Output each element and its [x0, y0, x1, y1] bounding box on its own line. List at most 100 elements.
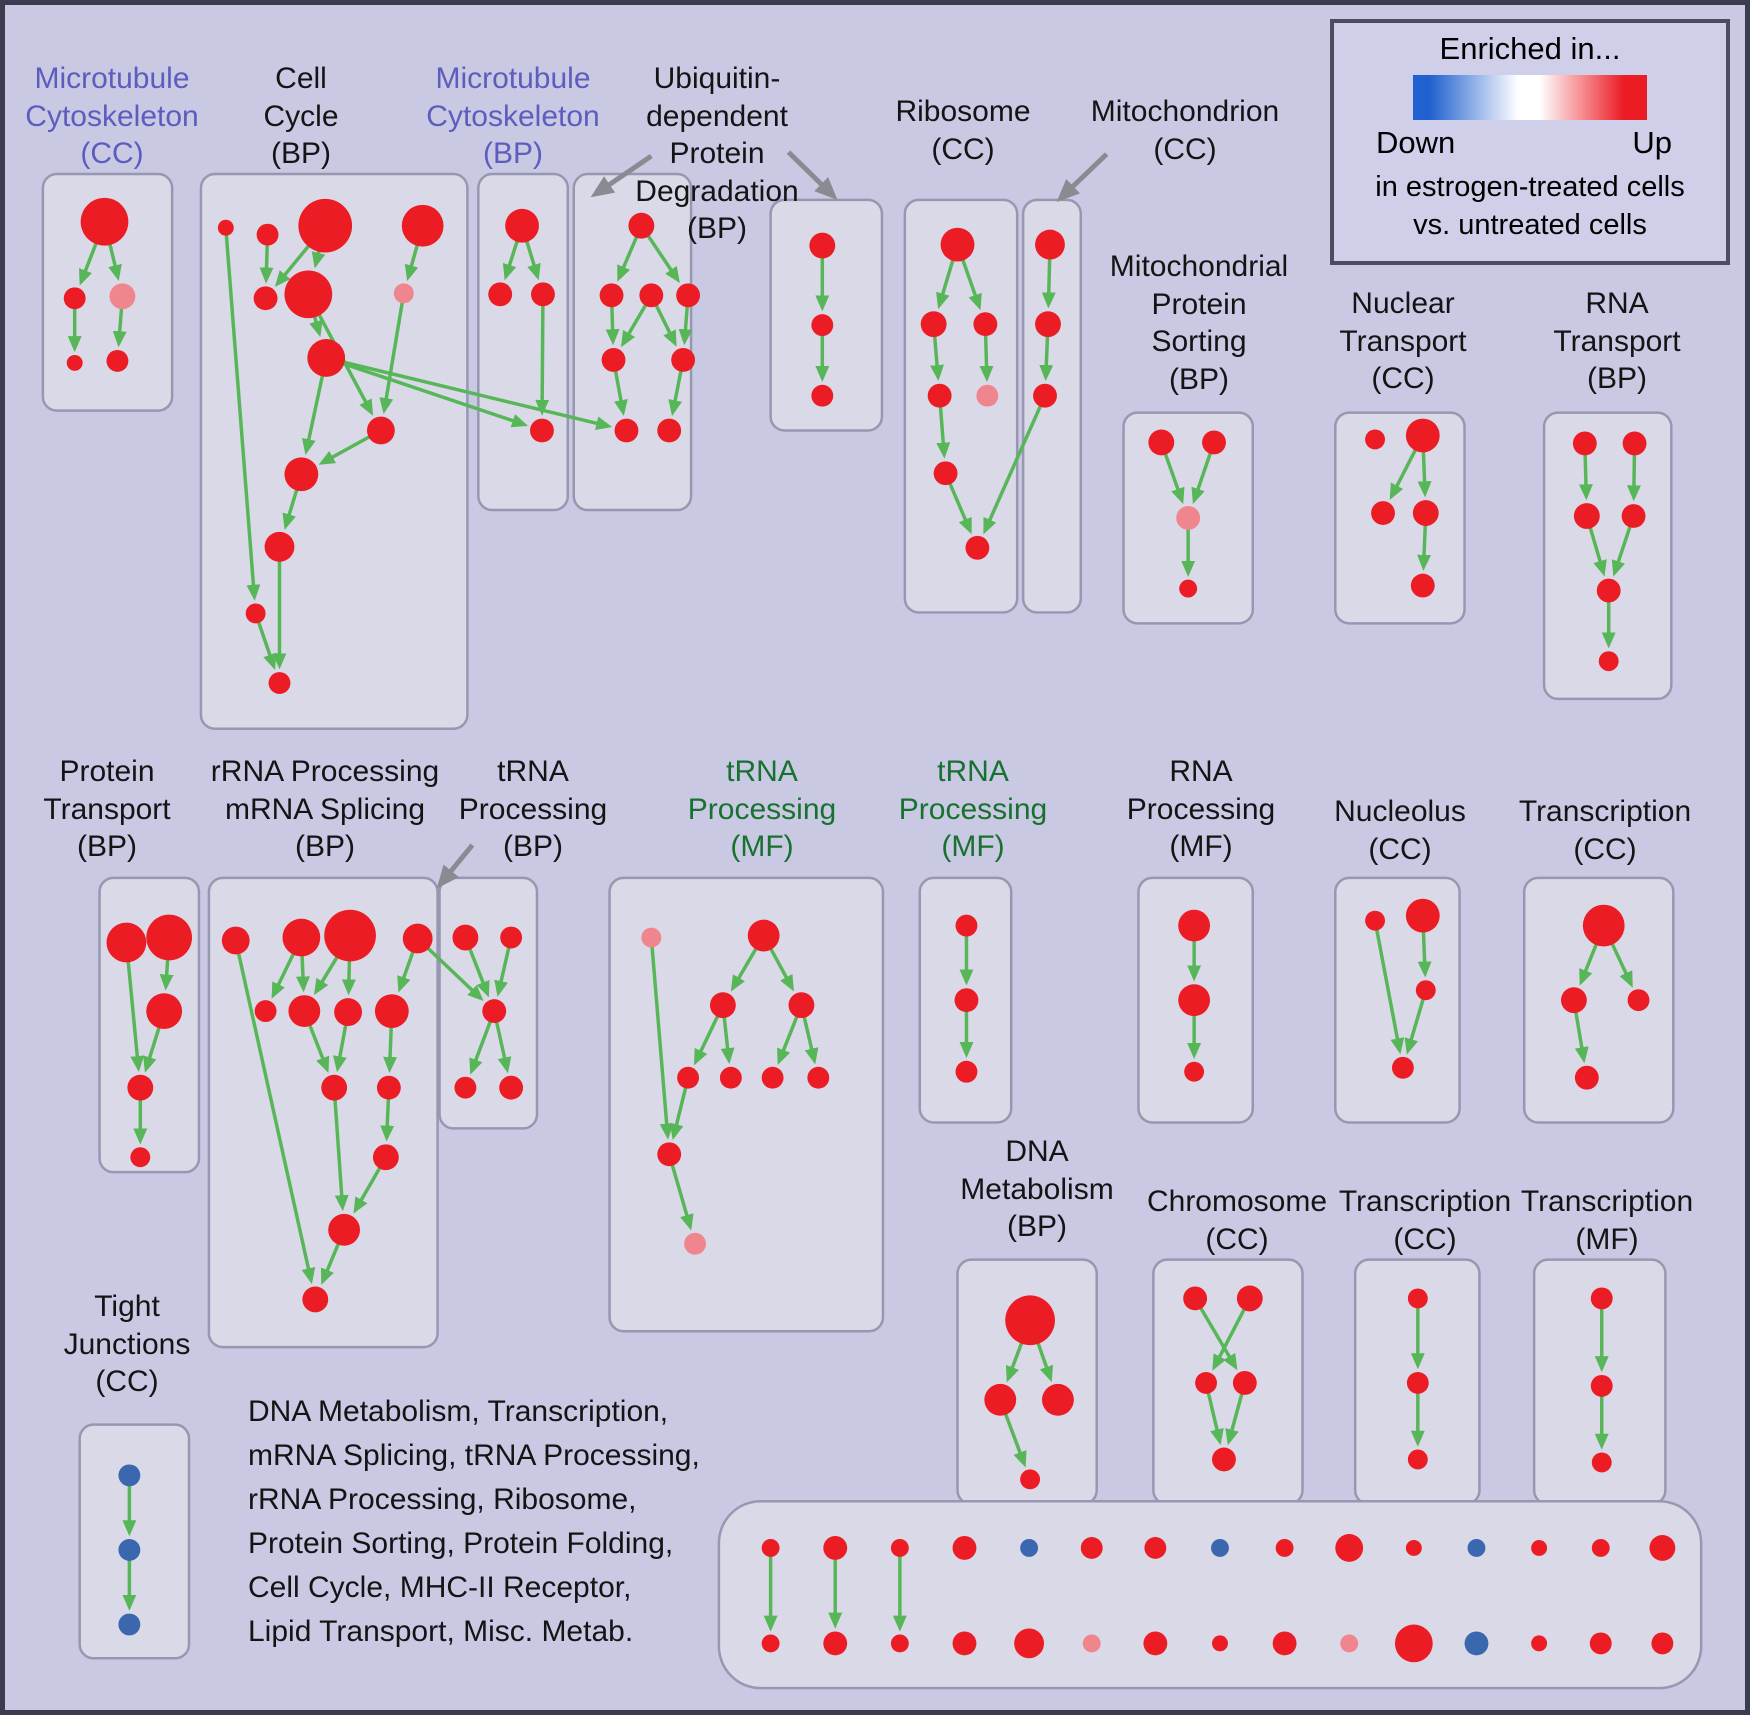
go-term-node-D7: [614, 418, 639, 443]
go-term-node-X12t: [1467, 1539, 1486, 1557]
edge-N9-N10: [667, 1153, 694, 1231]
go-term-node-X2b: [823, 1631, 848, 1656]
go-term-node-L5: [254, 1000, 277, 1023]
cluster-box-rna-transport-bp: [1542, 411, 1673, 701]
go-term-node-N8: [807, 1066, 830, 1089]
go-term-node-K1: [106, 922, 147, 963]
go-term-node-L10: [376, 1075, 401, 1100]
go-term-node-K5: [130, 1147, 151, 1168]
go-term-node-F1: [940, 227, 975, 262]
go-term-node-X6b: [1082, 1634, 1101, 1653]
go-term-node-I5: [1410, 573, 1435, 598]
go-term-node-W3: [118, 1613, 141, 1636]
go-term-node-X8t: [1211, 1539, 1229, 1557]
go-term-node-X3t: [890, 1539, 909, 1557]
go-term-node-J6: [1598, 651, 1619, 672]
go-term-node-F3: [973, 312, 998, 337]
go-term-node-V1: [1590, 1287, 1613, 1310]
legend-gradient-bar: [1413, 75, 1647, 120]
go-term-node-B12: [245, 603, 266, 624]
go-term-node-B5: [253, 286, 278, 311]
go-term-node-K4: [127, 1074, 154, 1101]
edge-L1-L13: [234, 940, 316, 1285]
go-term-node-M1: [452, 924, 479, 951]
go-term-node-X7t: [1144, 1537, 1167, 1559]
go-term-node-V3: [1591, 1452, 1612, 1473]
go-term-node-X9b: [1272, 1631, 1297, 1656]
go-term-node-G3: [1033, 383, 1057, 408]
go-term-node-S3: [1042, 1383, 1074, 1416]
go-term-node-W2: [118, 1539, 141, 1561]
go-term-node-T4: [1232, 1370, 1257, 1395]
go-term-node-A3: [109, 283, 136, 310]
go-term-node-D4: [676, 283, 701, 308]
cluster-box-rrna-mrna-bp: [207, 876, 439, 1349]
go-term-node-X15b: [1651, 1632, 1674, 1655]
edge-T1-T4: [1193, 1297, 1238, 1371]
go-term-node-Q1: [1365, 910, 1386, 931]
go-term-node-F2: [920, 311, 947, 338]
go-term-node-I2: [1405, 418, 1440, 453]
go-term-node-X1b: [761, 1634, 780, 1653]
go-term-node-B4: [401, 204, 444, 247]
go-term-node-R2: [1560, 987, 1587, 1014]
go-term-node-R3: [1627, 989, 1650, 1012]
legend-scale-labels: Down Up: [1376, 125, 1672, 161]
go-term-node-G1: [1035, 229, 1065, 260]
go-term-node-Q3: [1415, 980, 1436, 1001]
go-term-node-N10: [684, 1232, 706, 1255]
go-term-node-Q4: [1391, 1056, 1414, 1079]
go-term-node-X2t: [823, 1536, 848, 1560]
go-term-node-M3: [482, 999, 507, 1024]
cluster-box-trna-mf-a: [608, 876, 885, 1333]
edge-C3-C4: [535, 294, 550, 416]
go-term-node-D3: [639, 283, 664, 308]
go-term-node-H1: [1148, 429, 1175, 456]
go-term-node-D6: [671, 347, 696, 372]
legend: Enriched in... Down Up in estrogen-treat…: [1330, 19, 1730, 265]
go-term-node-P3: [1184, 1061, 1205, 1082]
go-term-node-X14b: [1589, 1632, 1612, 1655]
go-term-node-B8: [307, 339, 346, 377]
go-term-node-X6t: [1080, 1537, 1103, 1559]
go-term-node-D5: [601, 347, 626, 372]
go-term-node-U2: [1406, 1371, 1429, 1394]
go-term-node-C3: [531, 282, 555, 307]
cluster-box-misc-metab: [717, 1499, 1703, 1690]
go-term-node-X10b: [1340, 1634, 1359, 1653]
go-term-node-L8: [374, 994, 409, 1028]
go-term-node-D2: [599, 283, 624, 308]
go-term-node-O2: [954, 988, 979, 1013]
go-term-node-L2: [282, 918, 321, 957]
go-term-node-S1: [1005, 1295, 1055, 1346]
go-term-node-V2: [1590, 1374, 1613, 1397]
go-term-node-J1: [1572, 431, 1597, 456]
go-term-node-N4: [788, 992, 815, 1019]
nodes-layer: [63, 197, 1676, 1663]
edge-B7-B9: [379, 293, 406, 415]
go-term-node-L3: [324, 909, 376, 962]
go-term-node-X10t: [1335, 1534, 1364, 1562]
go-term-node-B11: [264, 531, 295, 562]
go-term-node-L13: [302, 1286, 329, 1313]
go-term-node-A1: [80, 197, 129, 246]
go-term-node-P2: [1178, 984, 1211, 1017]
go-term-node-X13t: [1531, 1539, 1548, 1556]
go-term-node-X8b: [1212, 1635, 1228, 1652]
go-term-node-X12b: [1464, 1631, 1489, 1656]
go-term-node-C2: [488, 282, 513, 307]
go-term-node-R1: [1582, 904, 1625, 947]
go-term-node-X5t: [1020, 1539, 1039, 1557]
cluster-box-transcription-cc-a: [1522, 876, 1675, 1124]
go-term-node-I1: [1365, 429, 1386, 450]
edge-B8-D7: [325, 356, 613, 431]
go-term-node-X4t: [952, 1536, 977, 1560]
go-term-node-N5: [677, 1066, 700, 1089]
go-term-node-X7b: [1143, 1631, 1168, 1656]
go-term-node-B3: [298, 198, 353, 253]
go-term-node-T3: [1195, 1371, 1217, 1394]
go-term-node-N9: [657, 1142, 682, 1167]
legend-subtitle-line2: vs. untreated cells: [1413, 209, 1647, 241]
go-term-node-S2: [984, 1383, 1017, 1416]
